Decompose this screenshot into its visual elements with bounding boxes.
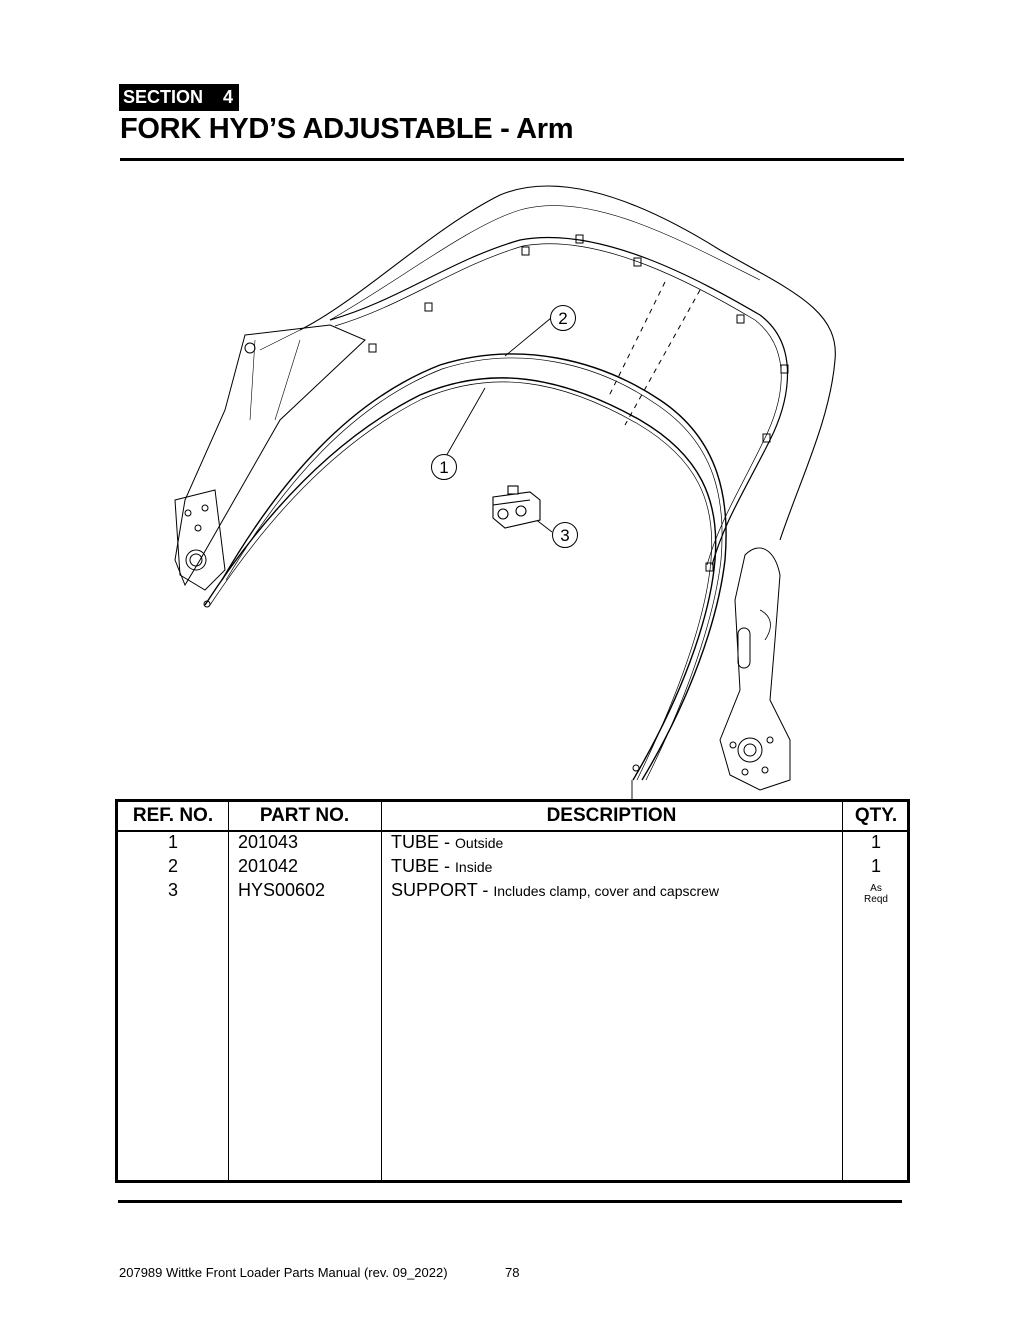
parts-table: REF. NO. PART NO. DESCRIPTION QTY. 1 201… [115, 799, 910, 1183]
tube-outside [204, 377, 717, 781]
header-rule [118, 830, 907, 832]
bottom-rule [118, 1200, 902, 1203]
upper-tubes [329, 236, 788, 566]
left-pivot-plate [174, 489, 226, 591]
hidden-lines [607, 281, 701, 426]
part-no: 201043 [238, 832, 299, 852]
part-no: HYS00602 [238, 880, 326, 900]
ref-no: 2 [167, 856, 178, 876]
description-detail: Includes clamp, cover and capscrew [493, 883, 720, 899]
col-divider-2 [228, 802, 382, 1180]
ref-no: 1 [167, 832, 178, 852]
header-part-no: PART NO. [259, 805, 350, 826]
description: SUPPORT - Includes clamp, cover and caps… [391, 880, 719, 901]
description-main: TUBE - [391, 856, 451, 876]
arm-outline-inner [329, 205, 761, 321]
section-badge: SECTION 4 [119, 84, 240, 111]
callout-2: 2 [550, 305, 576, 331]
qty: 1 [870, 832, 881, 852]
page-number: 78 [505, 1265, 520, 1280]
description-main: TUBE - [391, 832, 451, 852]
page-title: FORK HYD’S ADJUSTABLE - Arm [120, 113, 574, 145]
callout-1: 1 [431, 454, 457, 480]
top-rule [120, 158, 904, 161]
tube-clamps [368, 234, 789, 572]
table-row: 1 201043 TUBE - Outside 1 [118, 832, 907, 856]
section-label: SECTION [123, 87, 204, 107]
description-detail: Inside [455, 859, 493, 875]
arm-outline [299, 185, 836, 541]
support-clamp [492, 485, 541, 529]
header-ref-no: REF. NO. [132, 805, 214, 826]
table-row: 3 HYS00602 SUPPORT - Includes clamp, cov… [118, 880, 907, 905]
qty: 1 [870, 856, 881, 876]
part-no: 201042 [238, 856, 299, 876]
tube-inside [221, 353, 727, 781]
footer-text: 207989 Wittke Front Loader Parts Manual … [119, 1265, 448, 1280]
section-number: 4 [223, 87, 234, 107]
description-detail: Outside [455, 835, 504, 851]
description: TUBE - Outside [391, 832, 503, 853]
description-main: SUPPORT - [391, 880, 489, 900]
table-row: 2 201042 TUBE - Inside 1 [118, 856, 907, 880]
col-divider-1 [118, 802, 229, 1180]
description: TUBE - Inside [391, 856, 492, 877]
col-divider-3 [381, 802, 843, 1180]
header-description: DESCRIPTION [546, 805, 677, 826]
header-qty: QTY. [854, 805, 898, 826]
qty: As Reqd [864, 883, 888, 905]
arm-assembly-drawing [174, 185, 836, 800]
right-arm-plate [719, 547, 791, 791]
ref-no: 3 [167, 880, 178, 900]
arm-left-body [174, 324, 366, 587]
callout-3: 3 [552, 522, 578, 548]
